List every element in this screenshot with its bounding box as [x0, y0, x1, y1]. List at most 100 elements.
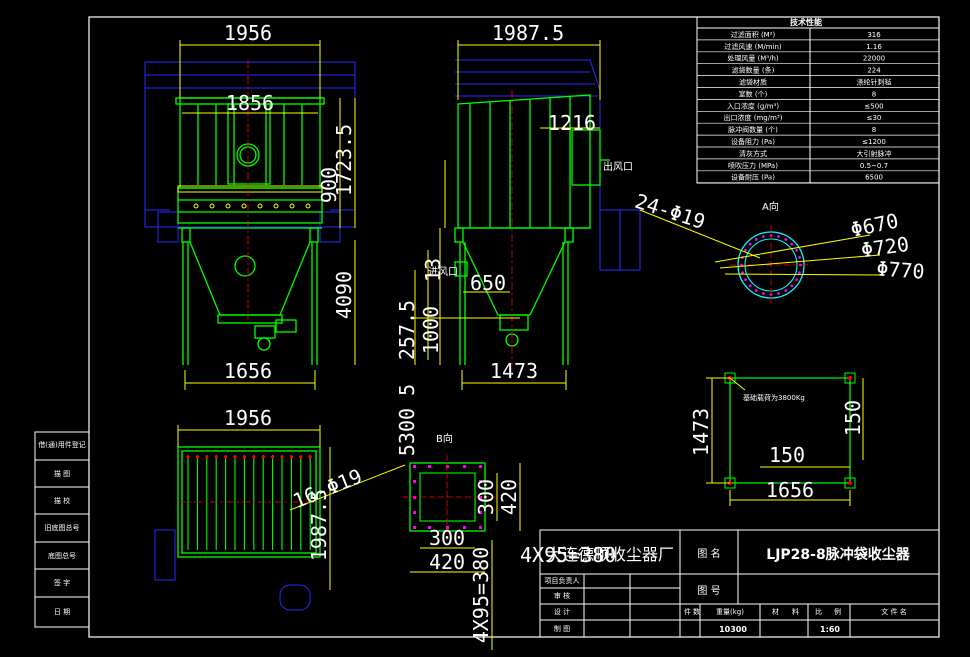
flange-bolt-hole — [754, 289, 758, 292]
dim-plan-depth: 1987.5 — [307, 489, 331, 561]
dim-front-4090: 4090 — [332, 271, 356, 319]
company-name: 大连德顺收尘器厂 — [546, 545, 674, 564]
sidebar-cell: 描 图 — [54, 469, 70, 478]
weight-value: 10300 — [719, 625, 747, 634]
bag-top — [214, 455, 218, 459]
tech-row-value: 涤纶针刺毡 — [857, 78, 892, 87]
bag-top — [205, 455, 209, 459]
flange-bolt-hole — [741, 271, 744, 275]
flange-bolt-hole — [777, 292, 781, 295]
bag-top — [224, 455, 228, 459]
scale-value: 1:60 — [820, 625, 840, 634]
dim-found-150-h: 150 — [769, 443, 805, 467]
dim-plan-width: 1956 — [224, 406, 272, 430]
foundation-plan: 基础载荷为3800Kg 1473 150 150 1656 — [689, 372, 865, 506]
tech-row-label: 设备耐压 (Pa) — [731, 173, 775, 182]
label-view-b: B向 — [436, 432, 453, 445]
dim-side-outlet: 1216 — [548, 111, 596, 135]
dim-side-stack: 5300 5 — [395, 384, 419, 456]
dim-side-13: 13 — [421, 258, 445, 282]
flange-bolt-hole — [744, 278, 747, 282]
tb-row-label: 设 计 — [554, 607, 570, 616]
flange-bolt-hole — [790, 242, 794, 246]
dim-side-1000: 1000 — [419, 306, 443, 354]
flange-bolt-hole — [769, 293, 773, 296]
plan-view: 1956 1987.5 16-Φ19 — [154, 406, 406, 611]
flange-bolt-hole — [754, 238, 758, 241]
tb-bottom-label: 重量(kg) — [716, 608, 744, 616]
dim-found-150-v: 150 — [841, 400, 865, 436]
flange-bolt-hole — [761, 292, 765, 295]
left-sidebar: 借(通)用件登记 描 图 描 校 旧底图总号 底图总号 签 字 日 期 — [34, 431, 90, 628]
tech-row-value: 8 — [872, 126, 876, 134]
tech-row-value: 22000 — [863, 55, 885, 63]
dim-b-bolts-v: 4X95=380 — [469, 547, 493, 643]
tb-bottom-label: 材 — [772, 607, 779, 616]
bag-top — [299, 455, 303, 459]
flange-bolt-hole — [795, 278, 798, 282]
label-outlet: 出风口 — [603, 160, 633, 173]
title-block: 大连德顺收尘器厂 图 名 图 号 LJP28-8脉冲袋收尘器 项目负责人 审 核… — [539, 529, 940, 638]
dim-front-width: 1956 — [224, 21, 272, 45]
flange-bolt-hole — [777, 235, 781, 238]
dim-side-257: 257.5 — [395, 300, 419, 360]
tb-bottom-label: 料 — [792, 607, 799, 616]
flange-bolt-hole — [795, 248, 798, 252]
bag-top — [261, 455, 265, 459]
tech-row-value: 316 — [867, 31, 881, 39]
sidebar-cell: 签 字 — [54, 578, 70, 587]
tb-bottom-label: 件 — [684, 607, 691, 616]
tech-row-value: ≤30 — [867, 114, 882, 122]
tech-row-value: ≤500 — [864, 102, 883, 110]
tech-table-title: 技术性能 — [790, 17, 822, 27]
tech-row-label: 处理风量 (M³/h) — [727, 54, 779, 63]
sidebar-cell: 日 期 — [54, 608, 70, 616]
label-inlet: 进风口 — [428, 266, 458, 278]
foundation-note: 基础载荷为3800Kg — [743, 393, 805, 402]
side-view: 1987.5 1216 650 1473 13 257.5 1000 5300 … — [395, 21, 641, 456]
bag-top — [233, 455, 237, 459]
bag-top — [280, 455, 284, 459]
label-view-a: A向 — [762, 200, 779, 213]
tech-row-label: 喷吹压力 (MPa) — [728, 161, 778, 170]
front-view: 1956 1856 900 1723.5 4090 1656 — [144, 21, 356, 390]
bag-top — [242, 455, 246, 459]
dim-front-900: 900 — [317, 167, 341, 203]
bag-top — [186, 455, 190, 459]
dim-found-1656: 1656 — [766, 478, 814, 502]
tech-row-label: 出口浓度 (mg/m³) — [724, 113, 783, 122]
dim-side-650: 650 — [470, 271, 506, 295]
dim-b-420-h: 420 — [429, 550, 465, 574]
tb-row-label: 制 图 — [554, 624, 570, 633]
tech-row-value: ≤1200 — [862, 138, 886, 146]
dim-front-inner: 1856 — [226, 91, 274, 115]
bag-top — [289, 455, 293, 459]
tech-row-label: 滤袋数量 (条) — [732, 66, 775, 75]
dim-side-width: 1987.5 — [492, 21, 564, 45]
drawing-number-label: 图 号 — [697, 585, 720, 597]
tech-row-label: 室数 (个) — [739, 89, 768, 98]
tech-row-value: 6500 — [865, 174, 883, 182]
drawing-frame — [88, 16, 940, 638]
tech-row-label: 入口浓度 (g/m³) — [727, 101, 779, 110]
tb-row-label: 项目负责人 — [545, 576, 580, 585]
tech-row-value: 大引射脉冲 — [857, 149, 892, 158]
tb-row-label: 审 核 — [554, 591, 570, 600]
b-view: B向 300 420 300 420 4X95=380 4X95=380 — [402, 432, 616, 650]
tb-bottom-label: 比 — [815, 607, 822, 616]
sidebar-cell: 底图总号 — [48, 551, 76, 560]
flange-bolt-hole — [748, 284, 752, 288]
tech-row-label: 过滤面积 (M²) — [731, 30, 776, 39]
bag-top — [252, 455, 256, 459]
sidebar-cell: 描 校 — [54, 496, 70, 505]
dim-b-300-h: 300 — [429, 526, 465, 550]
dim-b-bolts-h: 4X95=380 — [520, 543, 616, 567]
sidebar-cell: 旧底图总号 — [45, 523, 80, 532]
flange-bolt-hole — [784, 238, 788, 241]
drawing-name-label: 图 名 — [697, 547, 720, 560]
flange-bolt-hole — [761, 235, 765, 238]
tb-bottom-label: 例 — [834, 607, 841, 616]
